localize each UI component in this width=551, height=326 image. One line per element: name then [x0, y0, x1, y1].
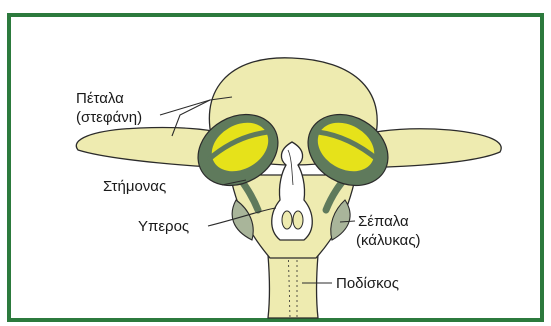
label-corolla: (στεφάνη)	[76, 109, 142, 126]
label-pedicel: Ποδίσκος	[336, 275, 399, 292]
label-pistil: Υπερος	[138, 218, 189, 235]
label-calyx: (κάλυκας)	[356, 232, 421, 249]
label-petals: Πέταλα	[76, 90, 124, 107]
label-stamen: Στήμονας	[103, 178, 166, 195]
label-sepals: Σέπαλα	[358, 213, 409, 230]
pedicel-shape	[268, 255, 318, 318]
